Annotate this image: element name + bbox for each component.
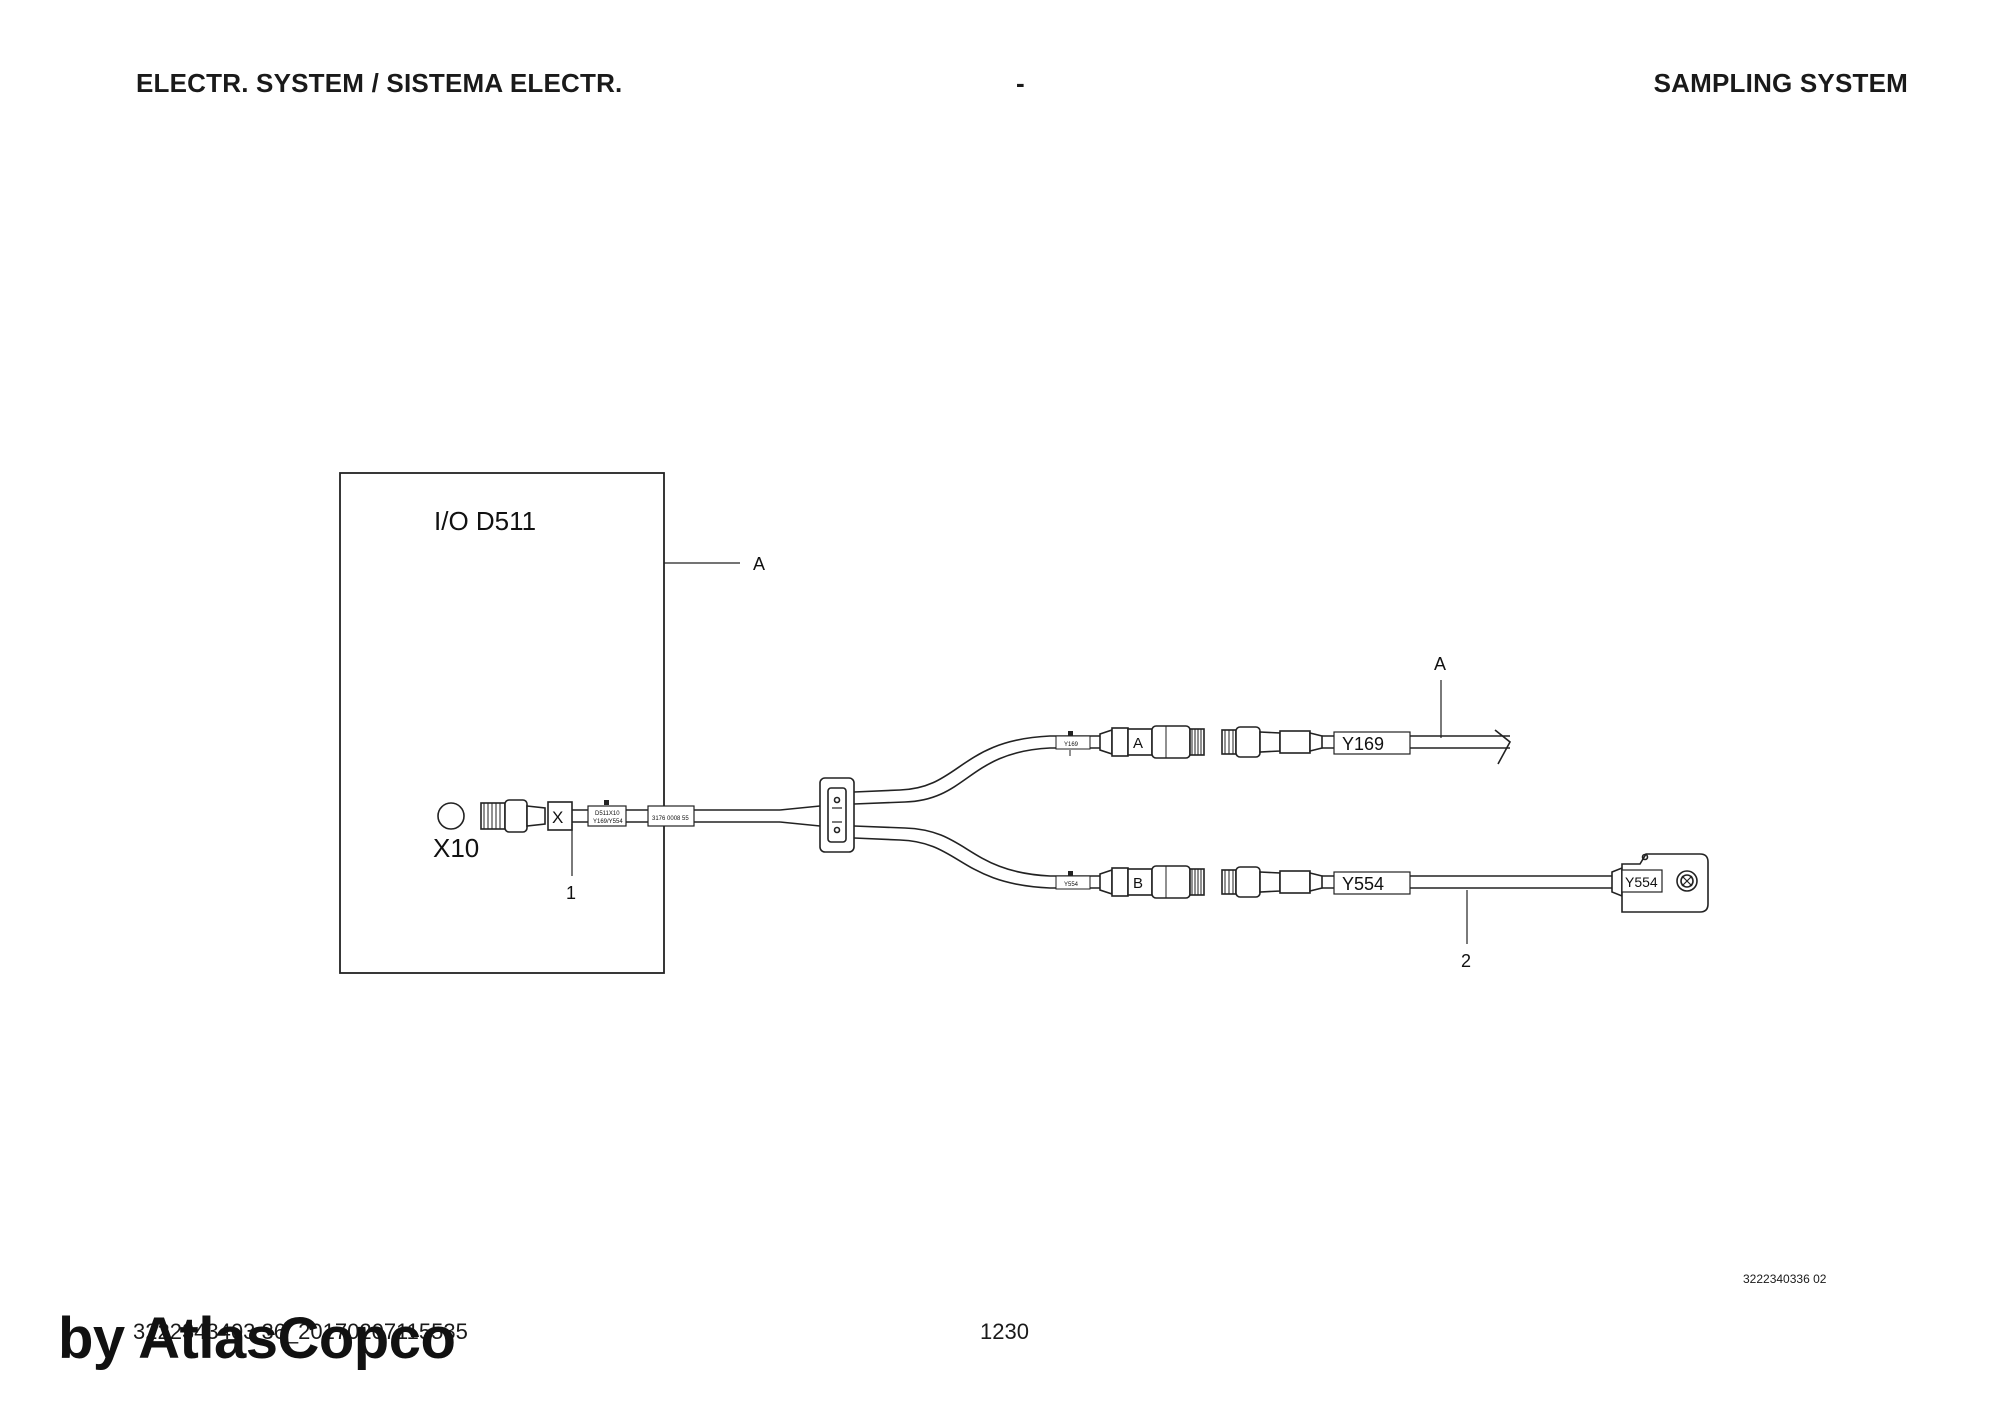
cable-tag-line-2: Y169/Y554 [593, 819, 623, 825]
cable-tag-line-1: D511X10 [595, 811, 620, 817]
trunk-taper [779, 805, 821, 827]
y169-cable-break [1494, 729, 1512, 765]
y554-solenoid-valve [1611, 853, 1709, 913]
item-1-number: 1 [566, 883, 576, 903]
branch-a-female-connector [1099, 725, 1205, 759]
x10-connector-symbol [437, 802, 465, 830]
branch-a-cable [853, 735, 1100, 805]
branch-a-connector-letter: A [1133, 735, 1143, 752]
header-system-title: SAMPLING SYSTEM [1653, 68, 1908, 98]
callout-a-cable-label: A [1434, 654, 1446, 674]
branch-a-tag-text: Y169 [1064, 742, 1079, 748]
y169-cable-tag [1333, 731, 1411, 755]
part-number-text: 3176 0008 55 [652, 816, 689, 822]
item-2-number: 2 [1461, 951, 1471, 971]
drawing-number: 3222340336 02 [1743, 1272, 1827, 1286]
y554-cable-label: Y554 [1342, 874, 1384, 894]
branch-b-tag-text: Y554 [1064, 882, 1079, 888]
branch-b-cable [853, 825, 1100, 889]
atlas-copco-watermark: by AtlasCopco [58, 1306, 456, 1371]
document-reference: 3222343403 36_20170207115535 [133, 1319, 468, 1344]
branch-b-connector-letter: B [1133, 875, 1143, 892]
y169-cable-label: Y169 [1342, 734, 1384, 754]
y169-male-connector [1221, 726, 1323, 758]
io-unit-title: I/O D511 [434, 506, 536, 536]
header-section-title: ELECTR. SYSTEM / SISTEMA ELECTR. [136, 68, 623, 98]
cable-tag-sleeve [587, 805, 627, 827]
x10-connector-label: X10 [433, 833, 479, 863]
branch-b-tag [1055, 875, 1091, 890]
plug-x-letter: X [552, 808, 563, 827]
branch-a-marker [1068, 731, 1073, 736]
cable-tag-marker [604, 800, 609, 805]
y554-male-connector [1221, 866, 1323, 898]
branch-a-tag [1055, 735, 1091, 750]
y554-valve-label: Y554 [1625, 874, 1658, 890]
x10-plug [480, 799, 573, 833]
header-separator: - [1016, 68, 1025, 98]
page-number: 1230 [980, 1319, 1029, 1344]
part-number-sleeve [647, 805, 695, 827]
y-splitter [819, 777, 855, 853]
callout-a-box-label: A [753, 554, 765, 574]
io-unit-box [339, 472, 665, 974]
branch-b-female-connector [1099, 865, 1205, 899]
y554-cable-tag [1333, 871, 1411, 895]
branch-b-marker [1068, 871, 1073, 876]
